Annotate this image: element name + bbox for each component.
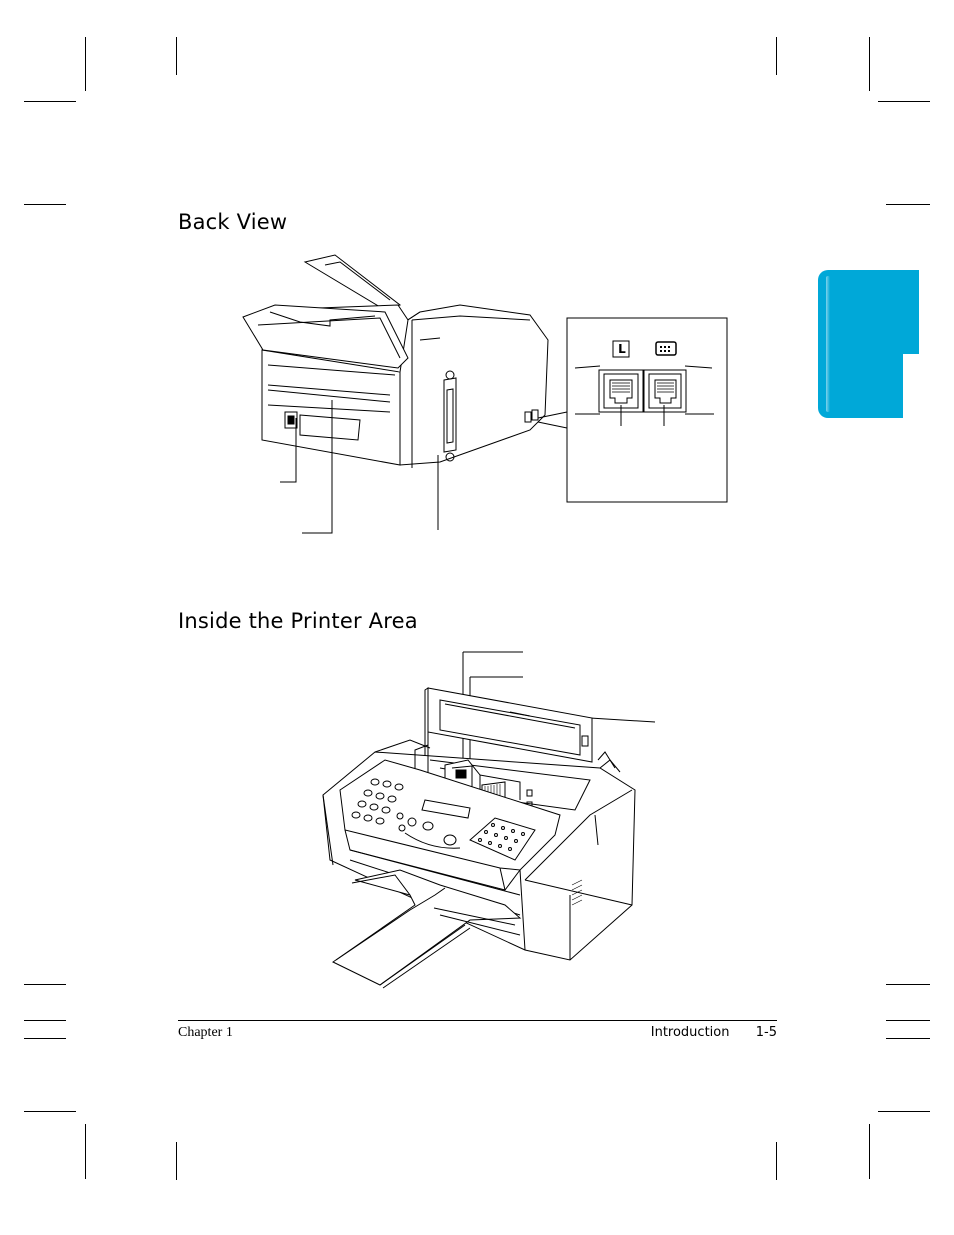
- footer-section: Introduction: [650, 1025, 730, 1040]
- back-view-title: Back View: [178, 210, 288, 234]
- inside-printer-title: Inside the Printer Area: [178, 609, 418, 633]
- footer-rule: [178, 1020, 777, 1021]
- footer-page-number: 1-5: [755, 1025, 777, 1040]
- phone-icon: [656, 342, 676, 355]
- footer-chapter: Chapter 1: [178, 1025, 233, 1040]
- footer-section-page: Introduction 1-5: [651, 1025, 777, 1040]
- line-jack-label: L: [618, 342, 626, 356]
